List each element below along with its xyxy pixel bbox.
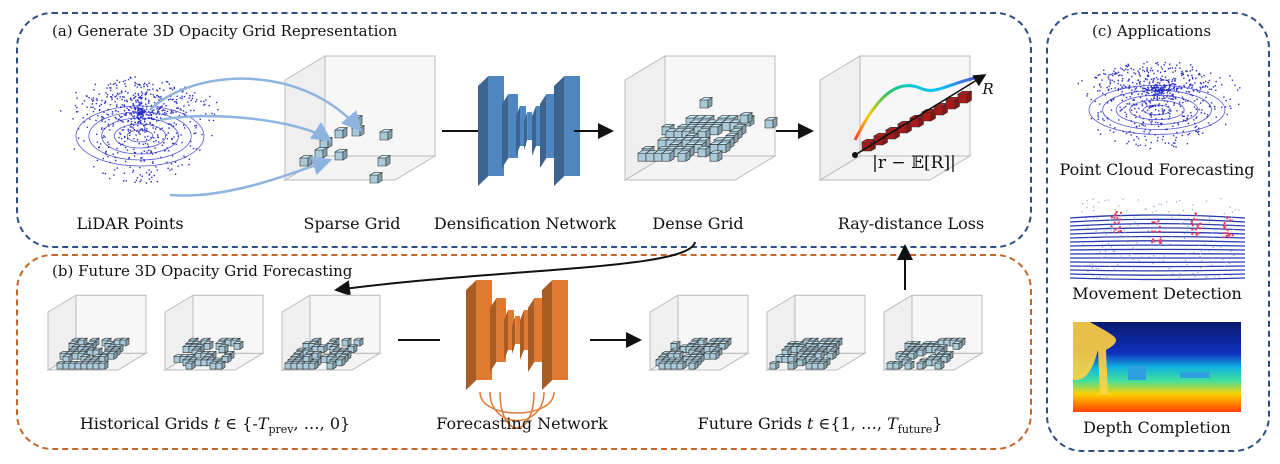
lidar-to-grid-arrows	[149, 77, 362, 197]
historical-grids-label: Historical Grids t ∈ {-Tprev, …, 0}	[79, 414, 351, 437]
depth-completion-image	[1073, 322, 1241, 412]
ray-R-symbol: R	[982, 80, 994, 98]
future-grids-label: Future Grids t ∈{1, …, Tfuture}	[697, 414, 943, 437]
point-cloud-forecasting-label: Point Cloud Forecasting	[1059, 160, 1255, 179]
forecasting-network-label: Forecasting Network	[436, 414, 608, 433]
ray-distance-loss-label: Ray-distance Loss	[837, 214, 985, 233]
depth-completion-label: Depth Completion	[1083, 418, 1231, 437]
arrow-dense-to-history	[334, 241, 696, 297]
dense-grid-image	[623, 55, 779, 181]
panel-c-title: (c) Applications	[1092, 22, 1212, 40]
ray-formula: |r − 𝔼[R]|	[872, 153, 956, 173]
future-grids-image	[648, 294, 984, 371]
generate-grid-panel	[16, 12, 1032, 248]
densification-network-icon	[478, 76, 580, 186]
panel-b-title: (b) Future 3D Opacity Grid Forecasting	[52, 262, 353, 280]
ray-distance-image	[818, 55, 987, 181]
densification-network-label: Densification Network	[433, 214, 617, 233]
movement-detection-image	[1069, 198, 1246, 281]
lidar-points-label: LiDAR Points	[76, 214, 184, 233]
forecasting-network-icon	[466, 280, 568, 429]
applications-panel	[1046, 12, 1270, 452]
lidar-points-image	[60, 76, 219, 184]
forecasting-panel	[16, 254, 1032, 450]
dense-grid-label: Dense Grid	[652, 214, 744, 233]
sparse-grid-label: Sparse Grid	[303, 214, 401, 233]
historical-grids-image	[46, 294, 382, 371]
sparse-grid-image	[283, 55, 437, 184]
panel-a-title: (a) Generate 3D Opacity Grid Representat…	[52, 22, 398, 40]
point-cloud-forecast-image	[1077, 61, 1241, 150]
movement-detection-label: Movement Detection	[1072, 284, 1242, 303]
